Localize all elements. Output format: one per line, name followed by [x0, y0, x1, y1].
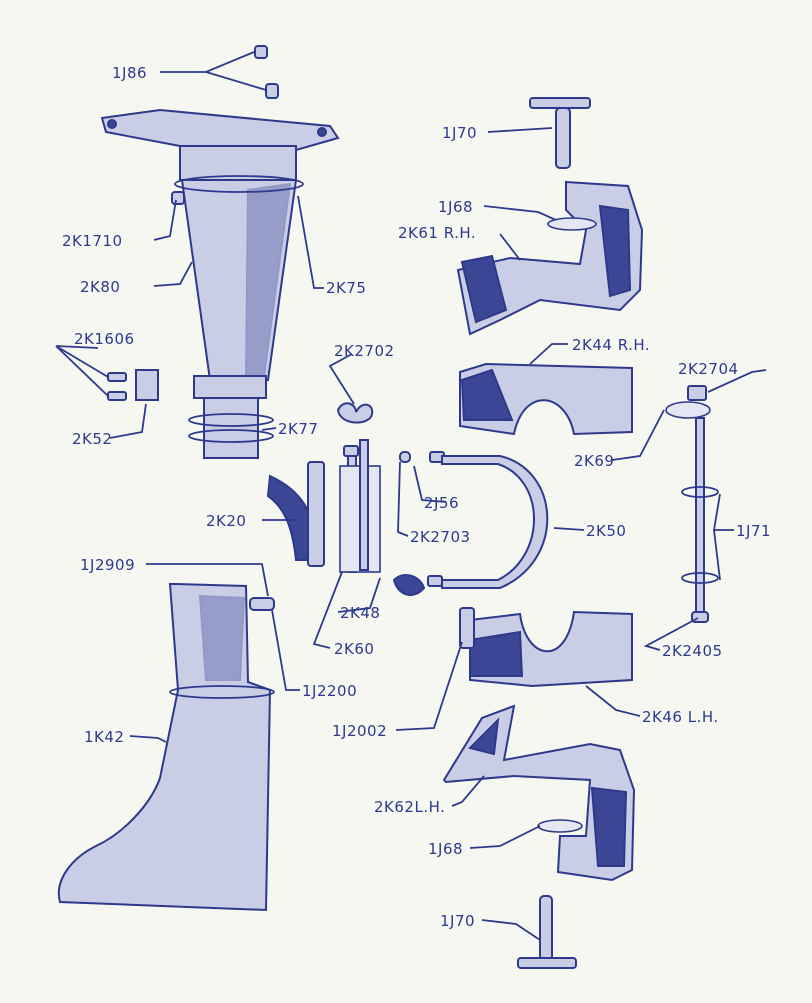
label-1j2002: 1J2002 [332, 722, 387, 740]
label-1j70-top: 1J70 [442, 124, 477, 142]
label-2k2702: 2K2702 [334, 342, 395, 360]
label-2k20: 2K20 [206, 512, 246, 530]
label-1j68-bottom: 1J68 [428, 840, 463, 858]
label-2k62-lh: 2K62L.H. [374, 798, 445, 816]
label-2k60: 2K60 [334, 640, 374, 658]
drive-shaft-housing-2k80 [100, 108, 340, 459]
lower-unit-1k42 [57, 583, 275, 912]
nut-2k2704 [687, 385, 707, 401]
washer-2k69 [665, 401, 711, 419]
bolt-2k60 [339, 439, 381, 573]
label-1j2200: 1J2200 [302, 682, 357, 700]
label-2j56: 2J56 [424, 494, 459, 512]
rings-2k77 [188, 413, 274, 443]
label-2k1710: 2K1710 [62, 232, 123, 250]
u-bracket-2k50 [441, 455, 549, 589]
wing-2k48 [392, 573, 426, 596]
swivel-bracket-2k62-lh [442, 704, 636, 882]
clamp-half-2k46-lh [469, 610, 633, 688]
swivel-bracket-2k61-rh [456, 180, 644, 336]
screw-1j2200 [249, 597, 275, 611]
washer-1j68-bottom [537, 819, 583, 833]
label-1j68-top: 1J68 [438, 198, 473, 216]
label-2k80: 2K80 [80, 278, 120, 296]
label-1j2909: 1J2909 [80, 556, 135, 574]
label-1j70-bottom: 1J70 [440, 912, 475, 930]
cap-part-1j86 [254, 45, 279, 99]
label-2k46-lh: 2K46 L.H. [642, 708, 719, 726]
label-2k44-rh: 2K44 R.H. [572, 336, 650, 354]
label-2k48: 2K48 [340, 604, 380, 622]
clamp-band-2k75 [174, 175, 304, 193]
handle-pin-1j70-bottom [517, 895, 577, 969]
part-labels: 1J86 1J70 1J68 2K61 R.H. 2K1710 2K80 2K7… [62, 64, 771, 930]
clamp-liner-2k20 [266, 461, 325, 567]
label-1j71: 1J71 [736, 522, 771, 540]
screw-1j2002 [459, 607, 475, 649]
plate-2k52 [135, 369, 159, 401]
washer-1j68-top [547, 217, 597, 231]
screws-2k1606 [107, 372, 127, 401]
label-2k52: 2K52 [72, 430, 112, 448]
label-1k42: 1K42 [84, 728, 124, 746]
label-2k2703: 2K2703 [410, 528, 471, 546]
screw-2k1710 [171, 191, 185, 205]
label-2k2704: 2K2704 [678, 360, 739, 378]
leader-lines [55, 51, 767, 941]
clamp-half-2k44-rh [459, 362, 633, 436]
screws-2j56 [399, 451, 445, 587]
label-2k1606: 2K1606 [74, 330, 135, 348]
label-2k61-rh: 2K61 R.H. [398, 224, 476, 242]
label-2k50: 2K50 [586, 522, 626, 540]
label-2k2405: 2K2405 [662, 642, 723, 660]
label-2k77: 2K77 [278, 420, 318, 438]
label-1j86: 1J86 [112, 64, 147, 82]
rod-1j71 [681, 417, 719, 619]
label-2k75: 2K75 [326, 279, 366, 297]
handle-pin-1j70-top [529, 97, 591, 169]
wing-nut-2k2702 [336, 402, 374, 424]
label-2k69: 2K69 [574, 452, 614, 470]
